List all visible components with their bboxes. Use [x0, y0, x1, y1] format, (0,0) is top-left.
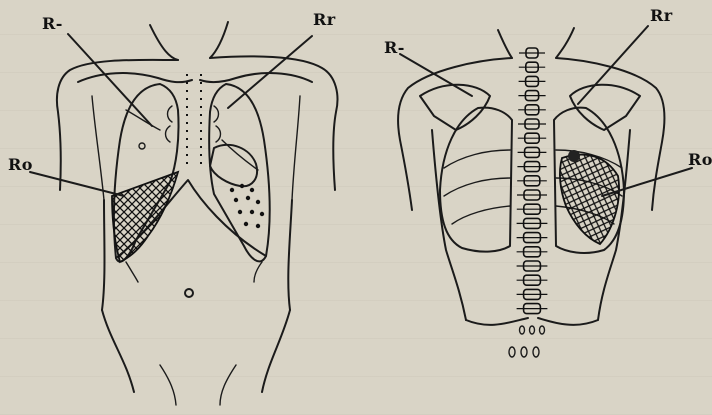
front-right-shoulder-arm — [210, 56, 337, 190]
front-lower-rib-left — [126, 262, 138, 282]
front-nipple-dot — [139, 143, 145, 149]
back-label-r-o: Ro — [688, 150, 712, 169]
back-neck-right — [556, 28, 574, 58]
front-groin-left — [160, 365, 176, 405]
back-pelvis-left — [466, 318, 528, 325]
front-torso — [30, 22, 337, 405]
front-right-lung-fissure — [126, 110, 160, 130]
back-leader-r-r — [578, 26, 648, 104]
front-right-hip — [262, 310, 290, 392]
back-leader-r-minus — [400, 54, 472, 96]
front-right-clavicle — [200, 73, 312, 82]
back-neck-left — [498, 30, 512, 58]
front-label-r-o: Ro — [8, 155, 33, 174]
front-neck-left — [150, 25, 178, 60]
back-torso — [398, 26, 692, 357]
front-lower-rib-right — [254, 262, 262, 282]
front-left-axilla — [92, 96, 104, 200]
front-dotted-area — [230, 184, 264, 228]
back-pelvis-right — [538, 318, 598, 325]
back-dark-spot — [568, 150, 580, 162]
front-left-flank — [102, 200, 105, 310]
front-rib-arc-2 — [166, 126, 171, 142]
front-rib-arc-1 — [168, 106, 173, 122]
front-label-r-minus: R- — [42, 14, 63, 33]
front-groin-right — [220, 365, 236, 405]
front-right-axilla — [292, 96, 300, 200]
front-label-r-r: Rr — [313, 10, 336, 29]
back-label-r-r: Rr — [650, 6, 673, 25]
back-left-shoulder-arm — [398, 58, 512, 210]
front-neck-right — [210, 22, 228, 58]
back-spine — [517, 48, 548, 314]
front-rib-arc-4 — [216, 126, 221, 142]
back-ro-hatched-area — [560, 155, 619, 244]
front-ro-hatched-area — [112, 172, 178, 262]
back-left-lung — [440, 108, 512, 252]
front-navel — [185, 289, 193, 297]
back-label-r-minus: R- — [384, 38, 405, 57]
back-sacral-dots — [509, 326, 545, 357]
front-left-clavicle — [78, 73, 192, 82]
front-leader-r-o — [30, 172, 124, 196]
front-left-hip — [102, 310, 134, 392]
front-rib-arc-3 — [214, 106, 219, 122]
front-right-flank — [288, 200, 292, 310]
